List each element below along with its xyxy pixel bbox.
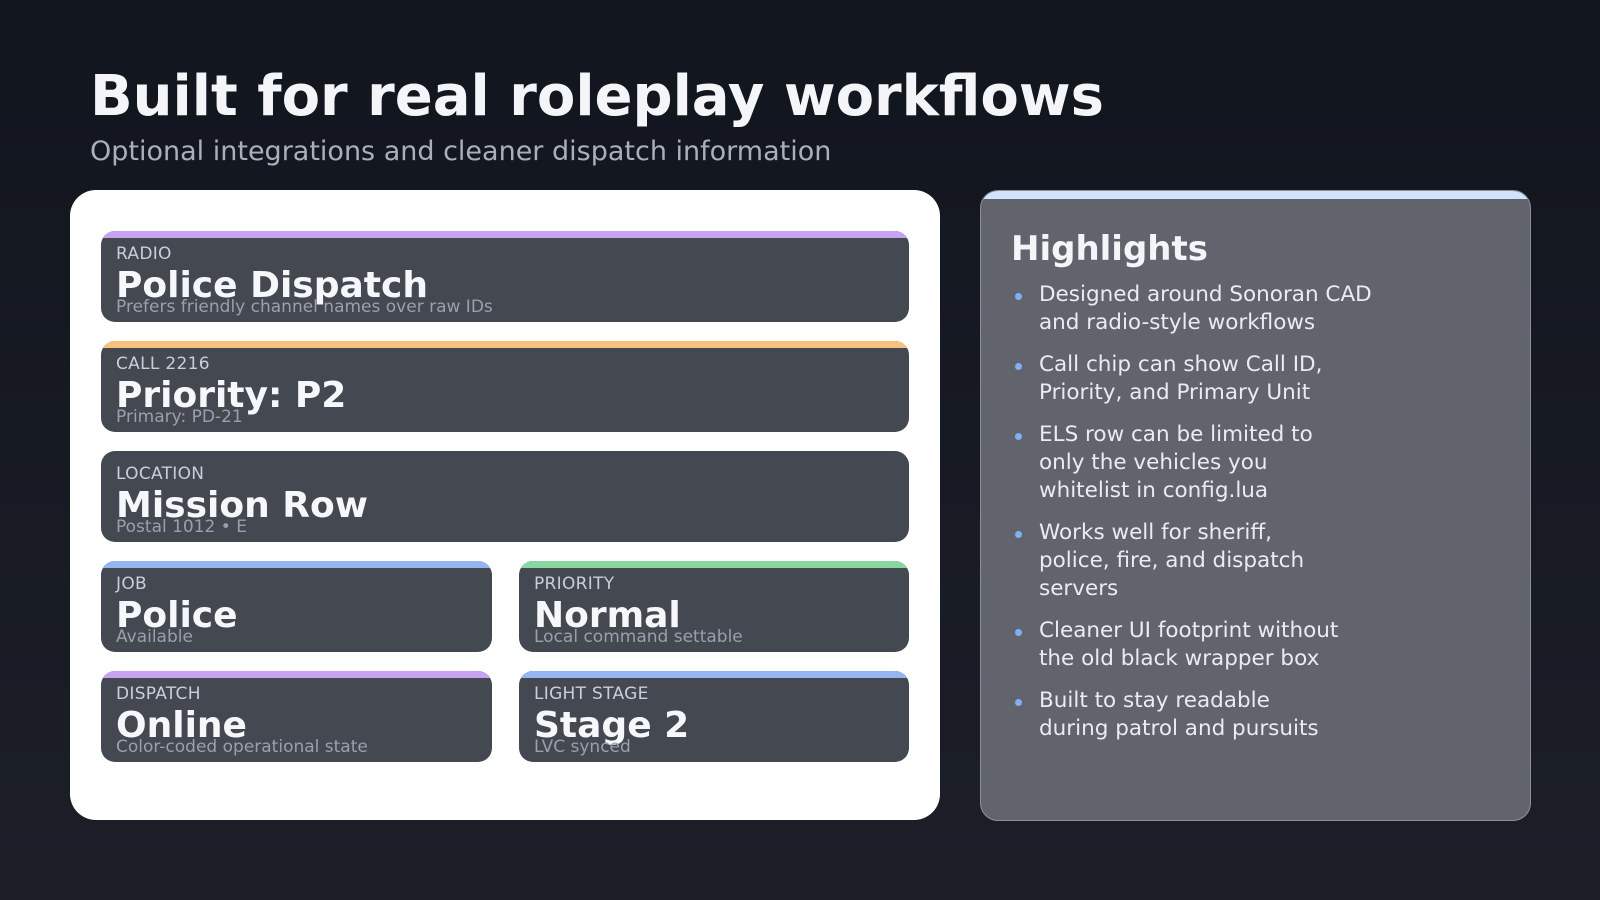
- highlight-text: Cleaner UI footprint without the old bla…: [1039, 618, 1339, 671]
- dispatch-chip-accent: [101, 671, 492, 678]
- light-stage-chip-value: Stage 2: [534, 705, 690, 746]
- highlight-text: Built to stay readable during patrol and…: [1039, 688, 1319, 741]
- priority-chip-value: Normal: [534, 595, 681, 636]
- radio-chip-accent: [101, 231, 909, 238]
- bullet-icon: [1015, 363, 1022, 370]
- dispatch-chip-value: Online: [116, 705, 247, 746]
- job-chip-value: Police: [116, 595, 238, 636]
- radio-chip-detail: Prefers friendly channel names over raw …: [116, 297, 493, 317]
- bullet-icon: [1015, 629, 1022, 636]
- radio-chip: RADIO Police Dispatch Prefers friendly c…: [101, 231, 909, 322]
- priority-chip-detail: Local command settable: [534, 627, 743, 647]
- light-stage-chip-accent: [519, 671, 909, 678]
- highlights-top-accent: [981, 191, 1530, 199]
- bullet-icon: [1015, 433, 1022, 440]
- job-chip: JOB Police Available: [101, 561, 492, 652]
- bullet-icon: [1015, 699, 1022, 706]
- location-chip-value: Mission Row: [116, 485, 368, 526]
- job-chip-detail: Available: [116, 627, 193, 647]
- highlight-item: Built to stay readable during patrol and…: [1011, 687, 1501, 743]
- bullet-icon: [1015, 531, 1022, 538]
- priority-chip: PRIORITY Normal Local command settable: [519, 561, 909, 652]
- location-chip: LOCATION Mission Row Postal 1012 • E: [101, 451, 909, 542]
- priority-chip-accent: [519, 561, 909, 568]
- highlight-item: Cleaner UI footprint without the old bla…: [1011, 617, 1501, 673]
- highlight-item: ELS row can be limited to only the vehic…: [1011, 421, 1501, 505]
- highlights-title: Highlights: [1011, 229, 1208, 269]
- highlight-item: Works well for sheriff, police, fire, an…: [1011, 519, 1501, 603]
- location-chip-detail: Postal 1012 • E: [116, 517, 247, 537]
- radio-chip-value: Police Dispatch: [116, 265, 428, 306]
- page-title: Built for real roleplay workflows: [90, 64, 1104, 129]
- job-chip-label: JOB: [116, 574, 147, 594]
- highlights-list: Designed around Sonoran CAD and radio-st…: [1011, 281, 1501, 757]
- light-stage-chip: LIGHT STAGE Stage 2 LVC synced: [519, 671, 909, 762]
- highlight-item: Designed around Sonoran CAD and radio-st…: [1011, 281, 1501, 337]
- highlight-item: Call chip can show Call ID, Priority, an…: [1011, 351, 1501, 407]
- highlight-text: Call chip can show Call ID, Priority, an…: [1039, 352, 1323, 405]
- hud-preview-panel: RADIO Police Dispatch Prefers friendly c…: [70, 190, 940, 820]
- call-chip-value: Priority: P2: [116, 375, 347, 416]
- call-chip-detail: Primary: PD-21: [116, 407, 243, 427]
- dispatch-chip: DISPATCH Online Color-coded operational …: [101, 671, 492, 762]
- radio-chip-label: RADIO: [116, 244, 172, 264]
- highlight-text: Works well for sheriff, police, fire, an…: [1039, 520, 1305, 601]
- call-chip: CALL 2216 Priority: P2 Primary: PD-21: [101, 341, 909, 432]
- location-chip-label: LOCATION: [116, 464, 205, 484]
- call-chip-accent: [101, 341, 909, 348]
- highlights-panel: Highlights Designed around Sonoran CAD a…: [980, 190, 1531, 821]
- dispatch-chip-detail: Color-coded operational state: [116, 737, 368, 757]
- light-stage-chip-detail: LVC synced: [534, 737, 631, 757]
- dispatch-chip-label: DISPATCH: [116, 684, 201, 704]
- bullet-icon: [1015, 293, 1022, 300]
- highlight-text: ELS row can be limited to only the vehic…: [1039, 422, 1313, 503]
- light-stage-chip-label: LIGHT STAGE: [534, 684, 649, 704]
- priority-chip-label: PRIORITY: [534, 574, 615, 594]
- page-subtitle: Optional integrations and cleaner dispat…: [90, 136, 832, 167]
- highlight-text: Designed around Sonoran CAD and radio-st…: [1039, 282, 1372, 335]
- job-chip-accent: [101, 561, 492, 568]
- call-chip-label: CALL 2216: [116, 354, 210, 374]
